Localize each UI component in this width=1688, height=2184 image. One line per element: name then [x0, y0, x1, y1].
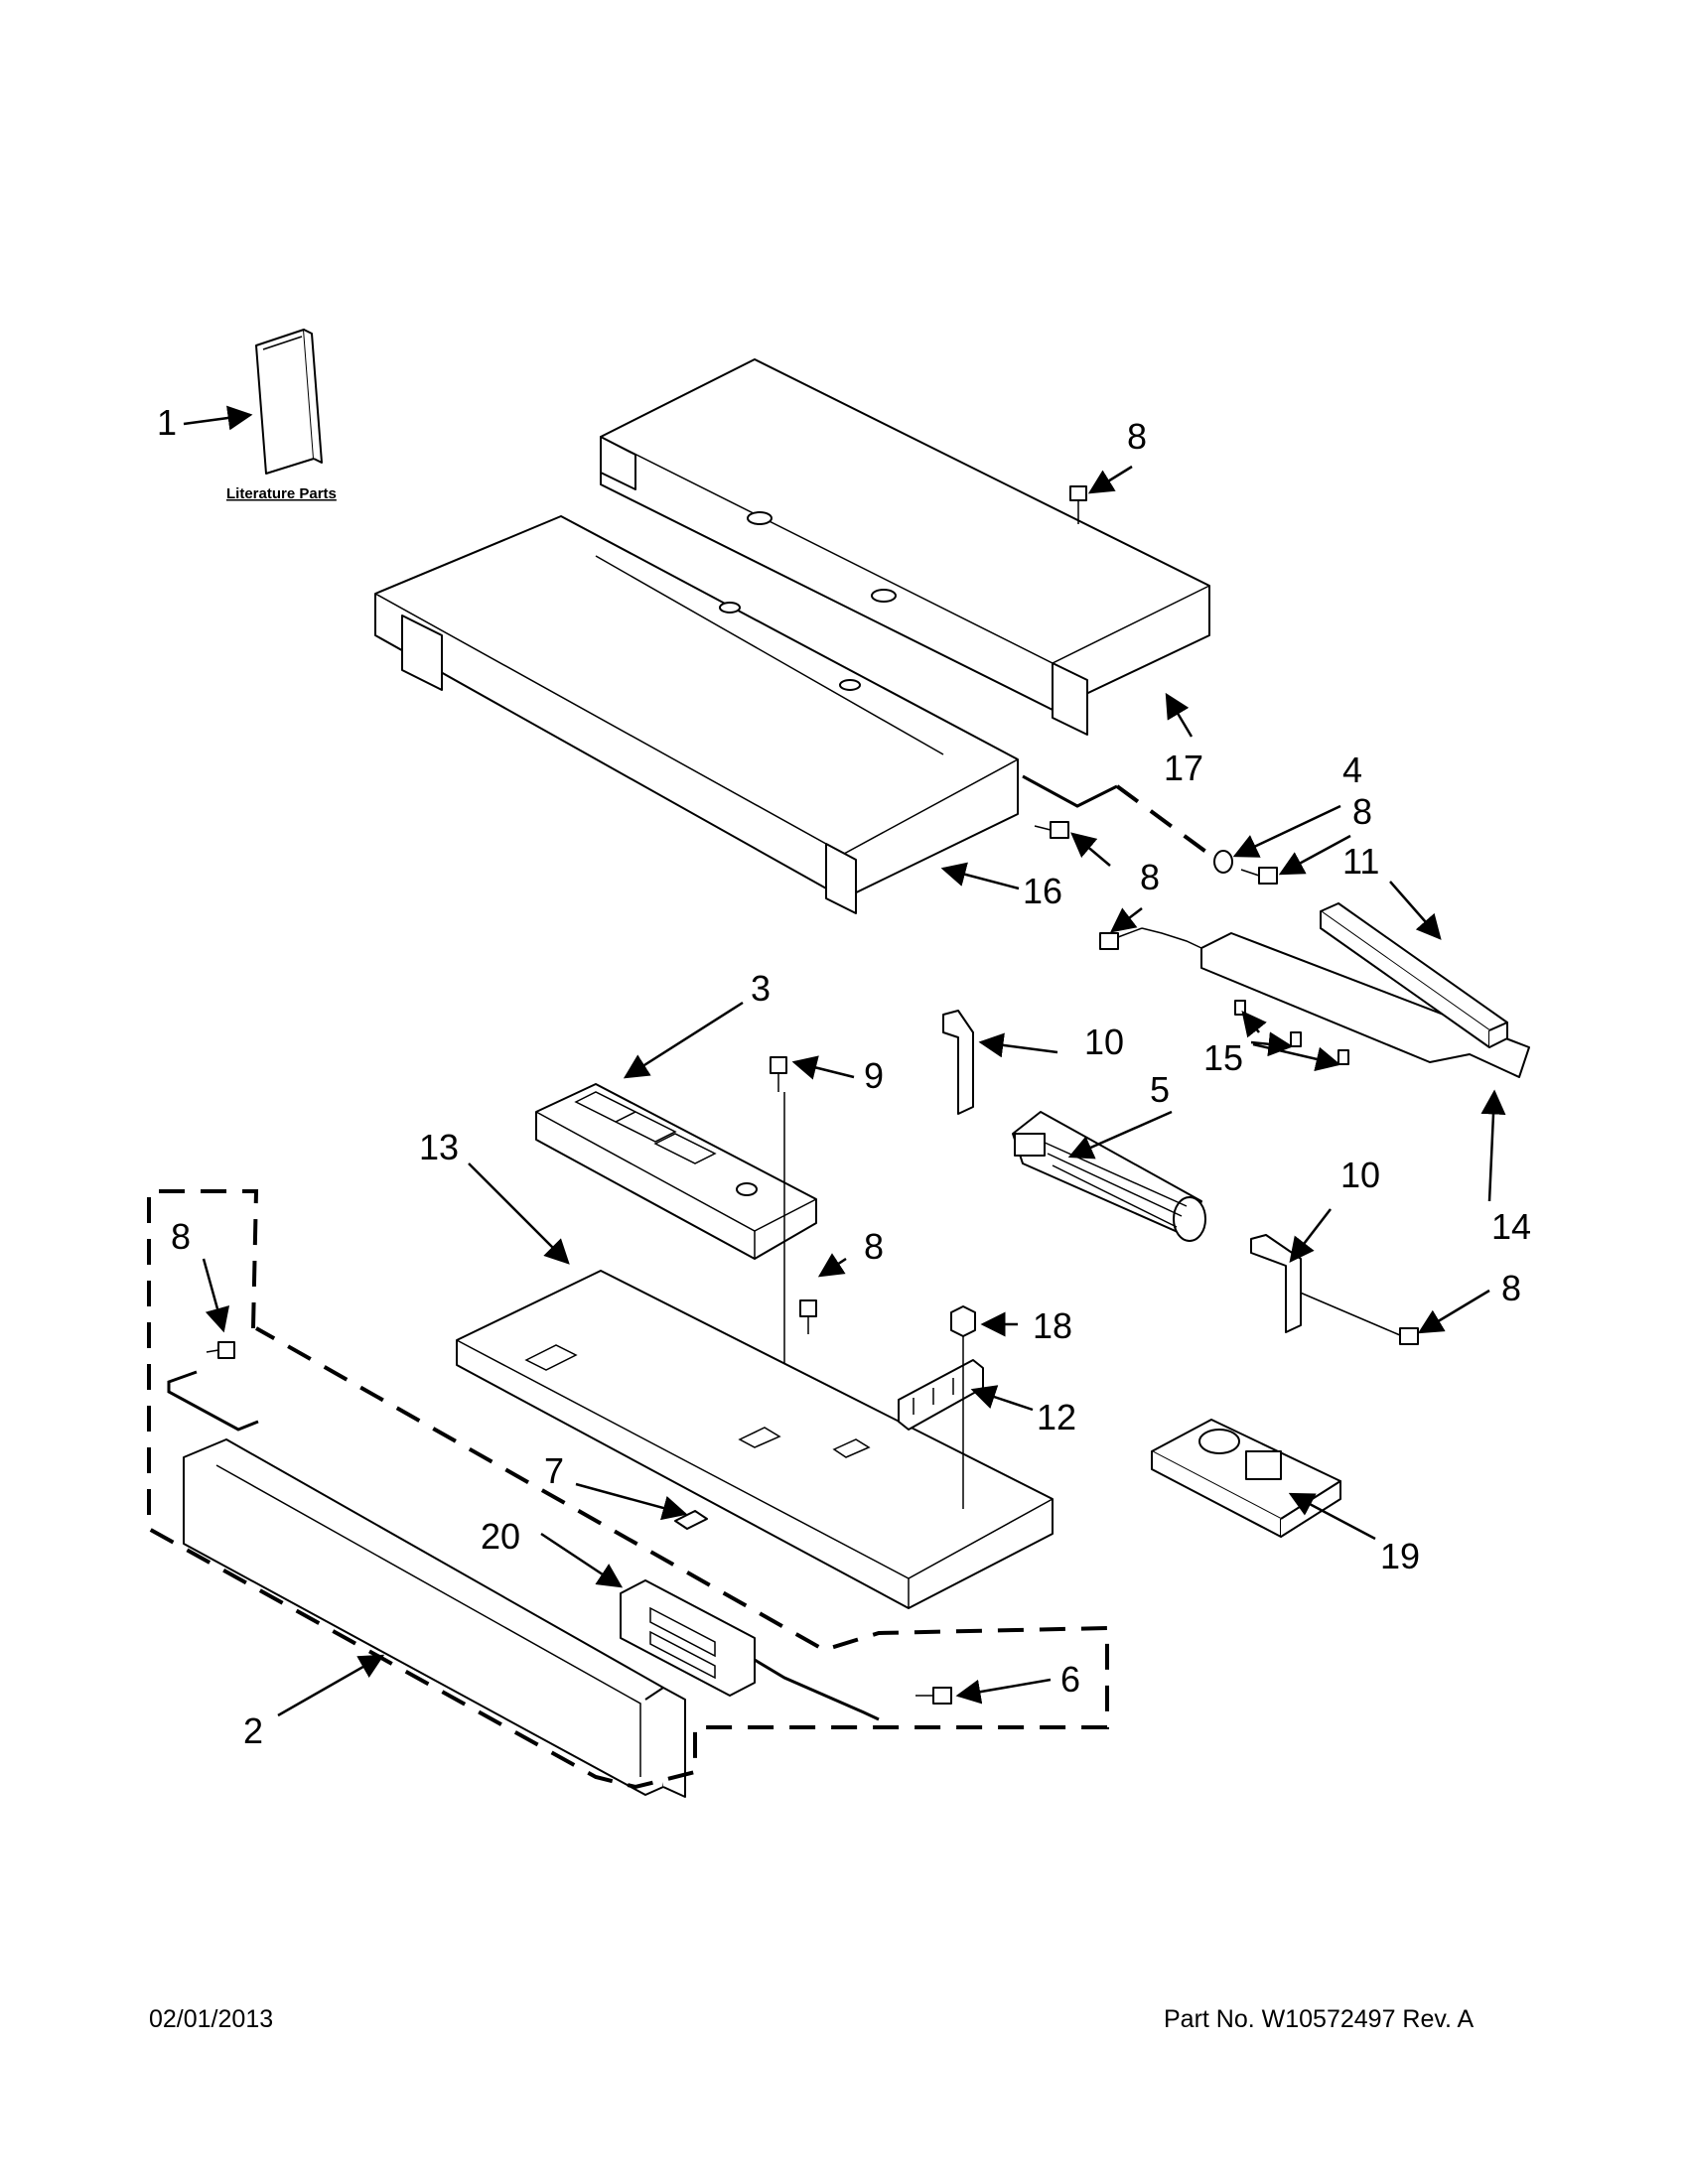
footer-part-number: Part No. W10572497 Rev. A — [1164, 2005, 1475, 2033]
callout-8-cover: 8 — [1140, 857, 1160, 897]
control-board-part-3 — [535, 1083, 817, 1260]
ground-wire-dashed — [1115, 784, 1213, 858]
callout-14: 14 — [1491, 1206, 1531, 1247]
leader-lines — [183, 405, 1506, 1717]
callout-8-washer: 8 — [1352, 791, 1372, 832]
callout-12: 12 — [1037, 1397, 1076, 1437]
screw-part-6 — [915, 1687, 952, 1705]
callout-8-middle: 8 — [864, 1226, 884, 1267]
callout-18: 18 — [1033, 1305, 1072, 1346]
callout-9: 9 — [864, 1055, 884, 1096]
footer-date: 02/01/2013 — [149, 2005, 274, 2033]
callout-11: 11 — [1342, 841, 1379, 882]
callout-4: 4 — [1342, 750, 1362, 790]
left-screw-wire — [167, 1370, 259, 1432]
blower-fan-part-5 — [1012, 1111, 1206, 1242]
callout-20: 20 — [481, 1516, 520, 1557]
console-part-2 — [183, 1438, 686, 1798]
panel-part-13 — [456, 1270, 1054, 1609]
callout-2: 2 — [243, 1710, 263, 1751]
callout-7: 7 — [544, 1450, 564, 1491]
bracket-part-14 — [1141, 927, 1530, 1078]
clip-part-7 — [674, 1510, 708, 1530]
screw-part-8-cover — [1034, 821, 1069, 839]
callout-13: 13 — [419, 1127, 459, 1167]
screw-part-8-left — [206, 1341, 235, 1359]
bracket-part-10-lower — [1250, 1234, 1302, 1333]
bracket-part-10-upper — [942, 1010, 974, 1115]
ui-board-wire — [754, 1658, 880, 1721]
callout-17: 17 — [1164, 748, 1203, 788]
top-cover-part-17 — [600, 358, 1210, 736]
callout-10-upper: 10 — [1084, 1022, 1124, 1062]
screw-part-8-top — [1069, 485, 1087, 524]
callout-3: 3 — [751, 968, 771, 1009]
power-supply-part-19 — [1151, 1419, 1341, 1538]
callout-15: 15 — [1203, 1037, 1243, 1078]
callout-8-top: 8 — [1127, 416, 1147, 457]
callout-8-lower-right: 8 — [1501, 1268, 1521, 1308]
literature-parts-label: Literature Parts — [226, 485, 337, 502]
callout-16: 16 — [1023, 871, 1062, 911]
ui-board-part-20 — [620, 1579, 756, 1697]
literature-parts-booklet — [255, 329, 323, 475]
nut-part-18 — [950, 1305, 976, 1509]
terminal-block-part-12 — [898, 1359, 984, 1431]
callout-8-left: 8 — [171, 1216, 191, 1257]
channel-part-11 — [1320, 902, 1508, 1048]
screw-part-8-lower-right — [1290, 1288, 1419, 1345]
callout-1: 1 — [157, 402, 177, 443]
screw-part-8-bracket — [1099, 927, 1143, 950]
lower-cover-part-16 — [374, 515, 1019, 914]
ground-wire — [1022, 774, 1118, 808]
callout-10-lower: 10 — [1340, 1155, 1380, 1195]
callout-19: 19 — [1380, 1536, 1420, 1576]
screw-part-8-middle — [799, 1299, 817, 1334]
washer-part-4 — [1213, 850, 1233, 874]
callout-6: 6 — [1060, 1659, 1080, 1700]
callout-labels: 1 8 17 4 8 11 16 8 3 9 10 5 15 13 10 14 … — [157, 402, 1531, 1751]
screw-part-8-washer — [1240, 867, 1278, 885]
console-assembly-outline — [147, 1189, 1109, 1790]
callout-5: 5 — [1150, 1069, 1170, 1110]
